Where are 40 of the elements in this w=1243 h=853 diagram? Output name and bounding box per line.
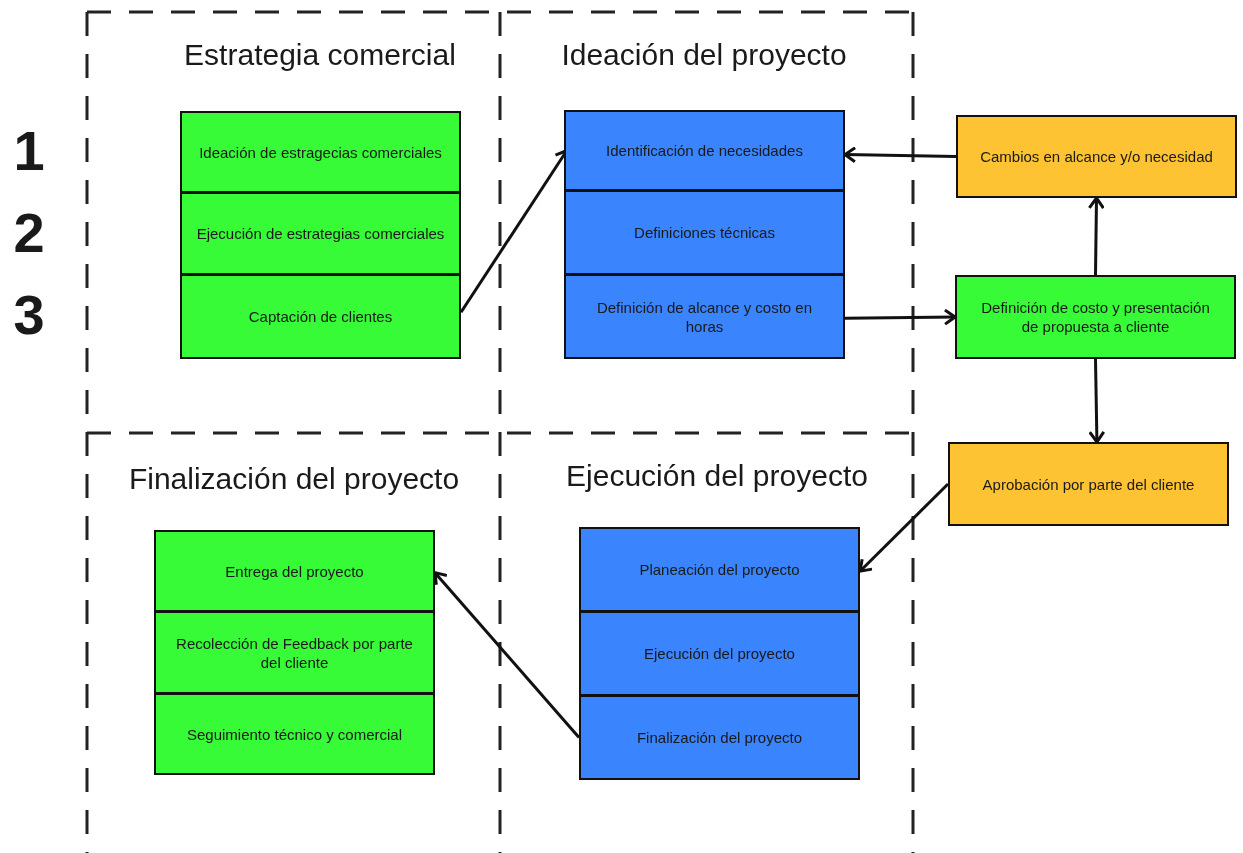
box-label: Definición de alcance y costo en horas	[595, 297, 814, 336]
box-label: Cambios en alcance y/o necesidad	[980, 147, 1213, 166]
process-box	[154, 530, 435, 612]
process-box	[154, 611, 435, 694]
section-title: Ideación del proyecto	[561, 38, 847, 72]
box-label: Captación de clientes	[248, 307, 393, 326]
step-number: 1	[13, 118, 45, 183]
process-box	[564, 274, 845, 359]
box-label: Seguimiento técnico y comercial	[186, 724, 403, 744]
box-label: Entrega del proyecto	[225, 561, 364, 581]
box-label: Ejecución del proyecto	[644, 644, 795, 663]
process-box	[564, 110, 845, 191]
arrow	[1088, 358, 1106, 444]
arrow	[1087, 196, 1105, 276]
box-label: Planeación del proyecto	[639, 560, 800, 579]
box-label: Finalización del proyecto	[636, 728, 803, 747]
process-box	[154, 693, 435, 775]
process-box	[579, 527, 860, 612]
box-label: Ejecución de estrategias comerciales	[196, 224, 445, 243]
section-title: Finalización del proyecto	[128, 462, 460, 496]
section-title: Ejecución del proyecto	[566, 459, 868, 493]
process-box	[564, 190, 845, 275]
process-box	[956, 115, 1237, 198]
arrow	[845, 308, 957, 326]
process-box	[579, 611, 860, 696]
process-box	[948, 442, 1229, 526]
box-label: Aprobación por parte del cliente	[982, 474, 1195, 494]
process-box	[180, 274, 461, 359]
process-box	[180, 192, 461, 275]
box-label: Recolección de Feedback por parte del cliente	[175, 633, 414, 672]
step-number: 3	[13, 282, 45, 347]
process-box	[180, 111, 461, 193]
section-title: Estrategia comercial	[184, 38, 456, 72]
process-box	[955, 275, 1236, 359]
box-label: Identificación de necesidades	[606, 141, 803, 160]
step-number: 2	[13, 200, 45, 265]
box-label: Definiciones técnicas	[634, 223, 775, 242]
box-label: Ideación de estragecias comerciales	[199, 142, 442, 162]
box-label: Definición de costo y presentación de propuesta a cliente	[980, 298, 1211, 336]
process-box	[579, 695, 860, 780]
